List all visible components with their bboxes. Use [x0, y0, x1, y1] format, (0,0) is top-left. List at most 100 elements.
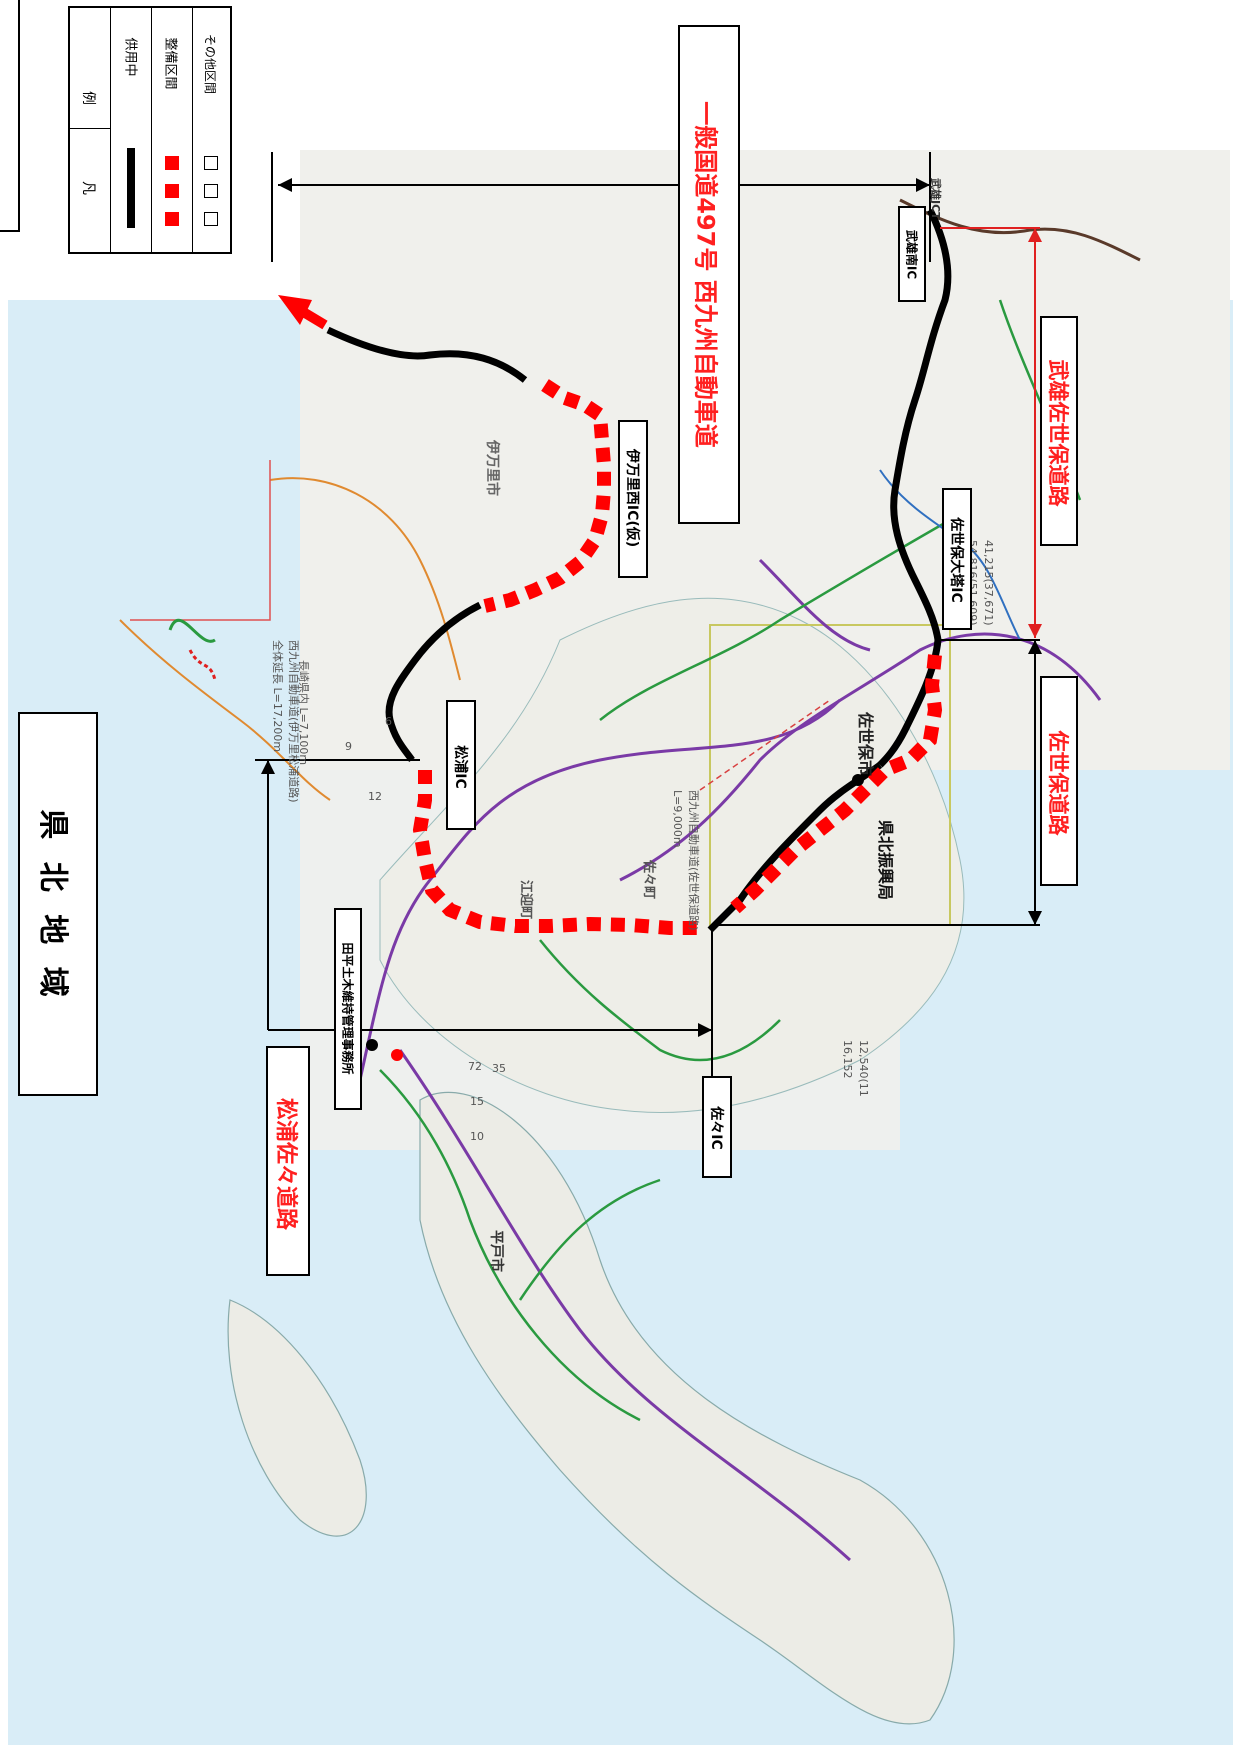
sasebo-otou-ic-box: 佐世保大塔IC: [942, 488, 972, 630]
sasebo-section-annotation-line: [699, 699, 831, 791]
tabira-office-label: 田平土木維持管理事務所: [340, 942, 355, 1075]
route-12-label: 12: [368, 790, 382, 803]
route-orange-2: [119, 619, 331, 801]
legend-black-line-icon: [127, 148, 135, 228]
kitamatsu-peninsula: [379, 597, 965, 1114]
imari-nishi-ic-box: 伊万里西IC(仮): [618, 420, 648, 578]
hirado-island: [419, 1091, 955, 1725]
legend: 凡 例 供用中 整備区間 その他区間: [68, 6, 232, 254]
sazaa-ic-label: 佐々IC: [708, 1106, 724, 1150]
sazaa-town-label-group: 佐々町: [641, 859, 657, 899]
legend-white-square-icon-3: [204, 212, 218, 226]
under-construction-imari: [483, 379, 611, 613]
matsuura-ic-label: 松浦IC: [452, 745, 468, 789]
in-service-imari-east: [326, 326, 528, 383]
legend-white-square-icon-1: [204, 156, 218, 170]
sazaa-town-label: 佐々町: [641, 859, 657, 899]
region-title: 県 北 地 域: [35, 809, 70, 1003]
nagasaki-length-text: 長崎県内 L=7,100m: [297, 660, 311, 765]
route-green-2: [539, 939, 781, 1062]
legend-construction-label: 整備区間: [162, 37, 178, 90]
sasebo-arrow-up-icon: [1028, 640, 1042, 654]
takeo-sasebo-label: 武雄佐世保道路: [1046, 359, 1070, 507]
sasebo-city-label: 佐世保市: [856, 711, 875, 776]
in-service-matsuura: [385, 601, 482, 763]
sasebo-road-box: 佐世保道路: [1040, 676, 1078, 886]
tabira-red-marker: [391, 1049, 403, 1061]
takeo-arrow-down-icon: [1028, 624, 1042, 638]
route-purple-3: [619, 632, 1102, 882]
legend-row-construction: 整備区間: [152, 8, 193, 252]
span-arrow-right2-icon: [698, 1023, 712, 1037]
route-green-1: [379, 1069, 641, 1422]
tabira-office-box: 田平土木維持管理事務所: [334, 908, 362, 1110]
route-purple-1: [358, 698, 842, 1081]
region-title-box: 県 北 地 域: [18, 712, 98, 1096]
legend-white-square-icon-2: [204, 184, 218, 198]
sasebo-otou-ic-label: 佐世保大塔IC: [948, 517, 964, 603]
legend-service-label: 供用中: [122, 37, 138, 77]
emukae-town-label: 江迎町: [518, 880, 534, 919]
route-72-label: 72: [468, 1060, 482, 1073]
imari-nishi-ic-label: 伊万里西IC(仮): [624, 448, 640, 548]
route-15-label: 15: [470, 1095, 484, 1108]
in-service-sasebo: [707, 762, 883, 933]
national-route-title: 一般国道497号 西九州自動車道: [691, 101, 720, 448]
kenhoku-label-group: 県北振興局: [876, 820, 895, 900]
traffic-group-2: 12,540(11 16,152: [841, 1040, 870, 1097]
nagasaki-length-group: 長崎県内 L=7,100m: [297, 660, 311, 765]
route-purple-4: [758, 558, 871, 652]
takeo-minami-ic-box: 武雄南IC: [898, 206, 926, 302]
matsuura-ic-box: 松浦IC: [446, 700, 476, 830]
under-construction-sasebo: [730, 654, 943, 914]
span-arrow-up-icon: [261, 760, 275, 774]
kenhoku-office-label: 県北振興局: [876, 820, 895, 900]
imari-city-label: 伊万里市: [484, 439, 501, 496]
legend-red-square-icon-3: [165, 212, 179, 226]
takeo-jct-label: 武雄JCT: [929, 178, 943, 220]
legend-header-text: 例: [80, 91, 96, 105]
legend-header-symbol: 凡: [80, 181, 96, 195]
legend-red-square-icon-2: [165, 184, 179, 198]
traffic1-text: 41,215(37,671): [982, 540, 995, 626]
matsuura-sazaa-label: 松浦佐々道路: [273, 1097, 298, 1230]
route-6-label: 6: [385, 715, 392, 728]
imari-annotation-group: 西九州自動車道(伊万里松浦道路) 全体延長 L=17,200m: [271, 640, 301, 803]
emukae-town-label-group: 江迎町: [518, 880, 534, 919]
direction-arrow-icon: [278, 295, 312, 325]
route-10-label: 10: [470, 1130, 484, 1143]
matsuura-sazaa-box: 松浦佐々道路: [266, 1046, 310, 1276]
route-green-5: [518, 1178, 661, 1301]
nishikyushu-imari-text: 西九州自動車道(伊万里松浦道路): [287, 640, 301, 803]
hirado-city-label: 平戸市: [488, 1230, 505, 1272]
national-route-box: 一般国道497号 西九州自動車道: [678, 25, 740, 524]
span-arrow-right-icon: [916, 178, 930, 192]
span-arrow-left-icon: [278, 178, 292, 192]
route-purple-2: [398, 1049, 852, 1562]
imari-city-label-group: 伊万里市: [484, 439, 501, 496]
corner-bracket: [0, 0, 20, 232]
hirado-city-label-group: 平戸市: [488, 1230, 505, 1272]
sazaa-ic-box: 佐々IC: [702, 1076, 732, 1178]
legend-row-service: 供用中: [111, 8, 152, 252]
route-9-label: 9: [345, 740, 352, 753]
island-dashed: [188, 649, 217, 681]
tabira-office-marker: [366, 1039, 378, 1051]
legend-row-other: その他区間: [193, 8, 230, 252]
legend-red-square-icon-1: [165, 156, 179, 170]
legend-other-label: その他区間: [203, 34, 217, 95]
under-construction-matsuura-sazaa: [412, 770, 705, 935]
sasebo-section-text: 西九州自動車道(佐世保道路): [687, 790, 701, 931]
traffic4-text: 16,152: [841, 1040, 854, 1079]
traffic3-text: 12,540(11: [857, 1040, 870, 1097]
sasebo-length-text: L=9,000m: [671, 790, 684, 848]
route-35-label: 35: [492, 1062, 506, 1075]
total-length-text: 全体延長 L=17,200m: [271, 640, 285, 752]
legend-header: 凡 例: [70, 8, 111, 252]
takeo-minami-ic-label: 武雄南IC: [904, 229, 919, 280]
kenhoku-office-marker: [852, 774, 864, 786]
sasebo-arrow-down-icon: [1028, 911, 1042, 925]
sasebo-city-label-group: 佐世保市: [856, 711, 875, 776]
takeo-jct-label-group: 武雄JCT: [929, 178, 943, 220]
